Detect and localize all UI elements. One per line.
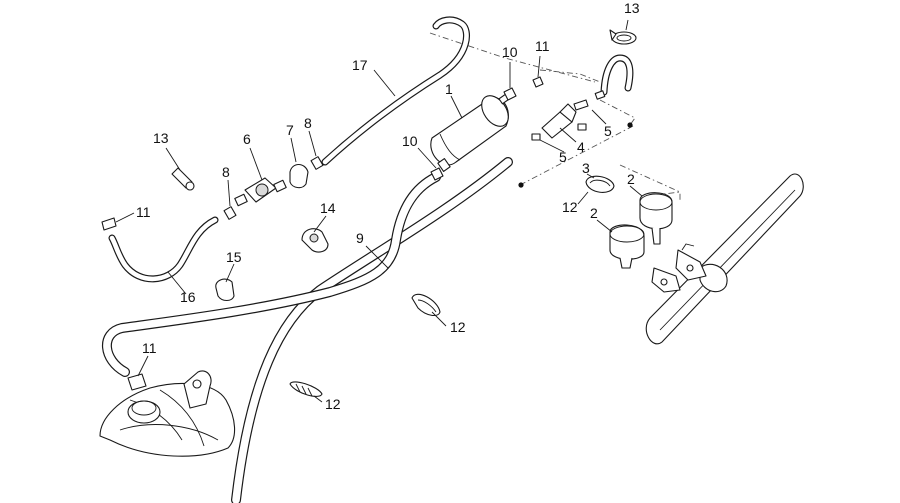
ring-12-lower bbox=[289, 381, 323, 397]
callout-12-lower: 12 bbox=[325, 396, 341, 412]
callout-2-lower: 2 bbox=[590, 205, 598, 221]
hose-17 bbox=[321, 16, 471, 166]
callout-11-bottom: 11 bbox=[142, 340, 157, 356]
callout-8-upper: 8 bbox=[304, 115, 312, 131]
clamp-8-upper bbox=[310, 156, 324, 170]
callout-17: 17 bbox=[352, 57, 368, 73]
clamp-8-lower bbox=[223, 206, 237, 220]
callout-11-left: 11 bbox=[136, 204, 151, 220]
clip-15 bbox=[215, 278, 235, 302]
sensor-13-left bbox=[171, 167, 195, 191]
frame-tube bbox=[645, 173, 804, 345]
callout-9: 9 bbox=[356, 230, 364, 246]
callout-labels: 13 10 11 17 1 5 13 6 7 8 10 4 5 3 8 2 12… bbox=[136, 0, 640, 412]
callout-4: 4 bbox=[577, 139, 585, 155]
clip-13-top bbox=[609, 29, 637, 45]
fuel-tank bbox=[99, 370, 236, 457]
valve-6 bbox=[234, 177, 287, 207]
fitting-11-left bbox=[101, 217, 117, 231]
callout-1: 1 bbox=[445, 81, 453, 97]
clamp-5-right bbox=[594, 90, 606, 100]
valve-4 bbox=[531, 99, 589, 141]
clamp-10-mid bbox=[430, 167, 444, 181]
bracket-2-upper bbox=[639, 192, 673, 245]
callout-13-left: 13 bbox=[153, 130, 169, 146]
clamp-10-top bbox=[503, 87, 517, 101]
ring-12-center bbox=[411, 293, 441, 317]
callout-10-mid: 10 bbox=[402, 133, 418, 149]
ring-12-upper-right bbox=[585, 175, 615, 193]
callout-11-top: 11 bbox=[535, 38, 550, 54]
leader-lines bbox=[115, 19, 643, 403]
callout-12-center: 12 bbox=[450, 319, 466, 335]
part-14 bbox=[301, 228, 329, 253]
callout-6: 6 bbox=[243, 131, 251, 147]
connection-dots bbox=[518, 122, 633, 188]
bracket-2-lower bbox=[609, 224, 645, 269]
callout-5-mid: 5 bbox=[559, 149, 567, 165]
callout-15: 15 bbox=[226, 249, 242, 265]
hose-16 bbox=[108, 216, 219, 283]
callout-13-top: 13 bbox=[624, 0, 640, 16]
callout-12-upper: 12 bbox=[562, 199, 578, 215]
fuel-filter bbox=[430, 93, 510, 172]
callout-7: 7 bbox=[286, 122, 294, 138]
callout-5-right: 5 bbox=[604, 123, 612, 139]
clamp-11-top bbox=[532, 76, 544, 88]
callout-14: 14 bbox=[320, 200, 336, 216]
callout-2-upper: 2 bbox=[627, 171, 635, 187]
callout-3: 3 bbox=[582, 160, 590, 176]
callout-10-top: 10 bbox=[502, 44, 518, 60]
hose-9 bbox=[101, 157, 513, 503]
hose-u-top-right bbox=[600, 54, 634, 96]
callout-8-lower: 8 bbox=[222, 164, 230, 180]
clamp-7 bbox=[289, 163, 309, 189]
callout-16: 16 bbox=[180, 289, 196, 305]
